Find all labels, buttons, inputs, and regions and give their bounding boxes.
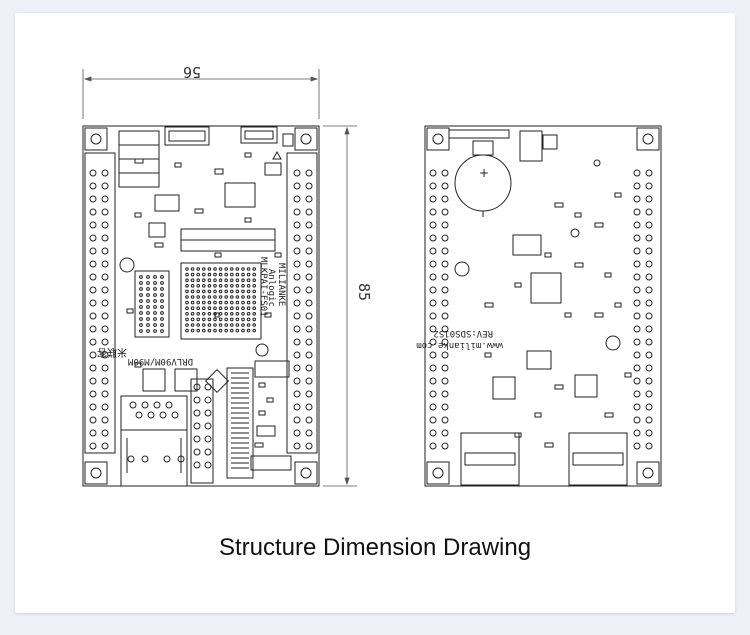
height-dimension-label: 85 — [355, 283, 373, 301]
back-usb-connector-1 — [460, 432, 520, 486]
back-usb-connector-2 — [568, 432, 628, 486]
drawing-caption: Structure Dimension Drawing — [218, 534, 532, 561]
site-label: www.milianke.com — [416, 340, 503, 350]
front-long-connector — [226, 367, 254, 479]
back-chip-1 — [530, 272, 562, 304]
front-board — [82, 125, 320, 487]
front-chip-small-1 — [142, 368, 166, 392]
back-chip-2 — [492, 376, 516, 400]
front-board-labels: MILIANKE Anlogic MLKPAI-FS01 DRLV90M/M90… — [97, 257, 286, 366]
width-dimension — [82, 69, 320, 119]
back-chip-3 — [574, 374, 598, 398]
front-small-component — [282, 133, 294, 147]
front-board-outline — [82, 125, 320, 487]
front-mounting-holes — [84, 127, 318, 485]
module-label: DRLV90M/M90M — [127, 356, 193, 366]
front-module-dots — [139, 275, 164, 333]
back-board: + — [424, 125, 662, 487]
svg-text:+: + — [479, 166, 489, 180]
front-header-holes — [89, 169, 313, 450]
back-header-holes — [429, 169, 653, 450]
rev-label: REV:SDS01S2 — [433, 328, 493, 338]
front-bga-grid — [185, 267, 256, 333]
structure-drawing: MILIANKE Anlogic MLKPAI-FS01 DRLV90M/M90… — [82, 63, 662, 487]
front-usb-connector-2 — [240, 126, 278, 144]
front-ethernet-jack — [120, 395, 188, 487]
width-dimension-label: 56 — [183, 63, 201, 81]
back-mounting-holes — [426, 127, 660, 485]
logo-label: 米联客 — [97, 346, 127, 359]
front-chip-small-2 — [174, 368, 198, 392]
front-right-header — [286, 152, 318, 454]
vendor-label: Anlogic — [266, 269, 276, 307]
brand-label: MILIANKE — [276, 263, 286, 306]
model-label: MLKPAI-FS01 — [258, 257, 268, 317]
back-board-labels: REV:SDS01S2 www.milianke.com — [416, 328, 503, 350]
front-usb-connector-1 — [164, 126, 210, 146]
back-board-outline — [424, 125, 662, 487]
front-left-module — [134, 270, 170, 338]
front-fpga-chip — [180, 262, 262, 340]
coin-battery — [454, 154, 512, 212]
front-left-header — [84, 152, 116, 454]
drawing-card: MILIANKE Anlogic MLKPAI-FS01 DRLV90M/M90… — [15, 13, 735, 613]
height-dimension — [323, 125, 357, 487]
